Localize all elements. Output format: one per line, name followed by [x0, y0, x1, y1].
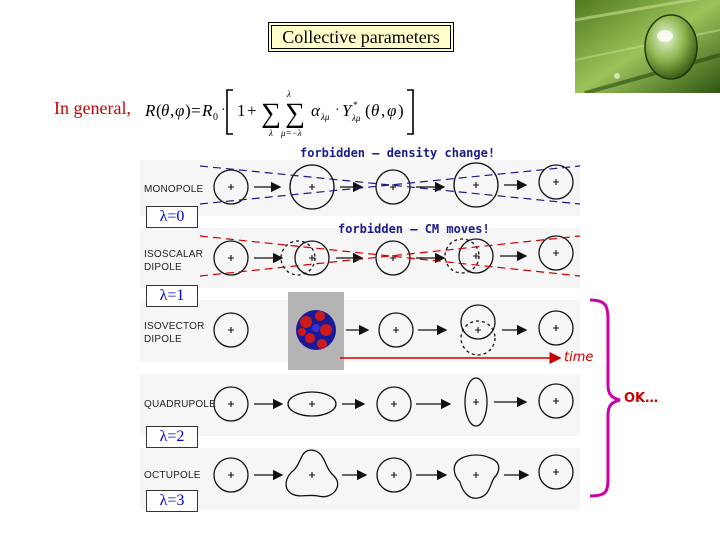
svg-text:λμ: λμ	[320, 112, 330, 122]
monopole-stage-2	[289, 164, 335, 210]
svg-text:0: 0	[213, 112, 218, 123]
octupole-row	[213, 449, 574, 499]
note-cm-moves: forbidden – CM moves!	[338, 222, 490, 236]
lambda-box-1: λ=1	[146, 285, 198, 307]
octupole-stage-3	[376, 457, 412, 493]
shape-formula: R ( θ , φ ) = R 0 · 1 + ∑ λ λ ∑ μ=−λ α λ…	[145, 89, 414, 138]
svg-text:λμ: λμ	[351, 113, 361, 123]
forbidden-line	[199, 165, 581, 205]
isovector-stage-5	[538, 310, 574, 346]
isovector-dipole-row	[213, 304, 574, 356]
isovector-stage-4b	[460, 320, 496, 356]
svg-text:λ: λ	[286, 89, 291, 99]
row-label-text: OCTUPOLE	[144, 470, 201, 481]
water-droplet-photo	[575, 0, 720, 93]
time-label: time	[564, 350, 594, 365]
lambda-box-0: λ=0	[146, 206, 198, 228]
svg-text:·: ·	[335, 103, 340, 118]
ok-label: OK…	[624, 391, 659, 406]
quadrupole-stage-3	[376, 386, 412, 422]
svg-text:·: ·	[221, 103, 226, 118]
svg-text:∑: ∑	[285, 98, 305, 129]
octupole-stage-5	[538, 454, 574, 490]
isoscalar-stage-2	[294, 240, 330, 276]
row-label-text: DIPOLE	[144, 334, 182, 345]
isovector-stage-1	[213, 312, 249, 348]
nucleus-image	[288, 292, 344, 370]
svg-text:1: 1	[237, 101, 246, 120]
svg-text:α: α	[311, 101, 321, 120]
row-label-text: DIPOLE	[144, 262, 182, 273]
quadrupole-stage-2	[287, 391, 337, 417]
isovector-stage-3	[378, 312, 414, 348]
monopole-row	[213, 162, 574, 210]
svg-text:φ: φ	[387, 101, 396, 120]
note-density-change: forbidden – density change!	[300, 146, 496, 160]
octupole-stage-1	[213, 457, 249, 493]
row-label-text: QUADRUPOLE	[144, 399, 217, 410]
row-label-octupole: OCTUPOLE	[144, 469, 201, 482]
quadrupole-stage-4	[464, 377, 488, 427]
row-label-isoscalar-dipole: ISOSCALAR DIPOLE	[144, 248, 203, 274]
svg-text:λ: λ	[268, 128, 273, 138]
svg-text:+: +	[247, 101, 257, 120]
monopole-stage-5	[538, 164, 574, 200]
svg-text:Y: Y	[342, 101, 353, 120]
svg-text:∑: ∑	[261, 98, 281, 129]
intro-text: In general,	[54, 98, 131, 118]
svg-text:): )	[185, 101, 191, 120]
monopole-stage-1	[213, 169, 249, 205]
forbidden-line	[199, 235, 581, 277]
lambda-box-3: λ=3	[146, 490, 198, 512]
isovector-stage-4a	[460, 304, 496, 340]
row-label-quadrupole: QUADRUPOLE	[144, 398, 216, 411]
row-label-isovector-dipole: ISOVECTOR DIPOLE	[144, 320, 205, 346]
svg-text:*: *	[353, 100, 358, 110]
lambda-box-2: λ=2	[146, 426, 198, 448]
quadrupole-row	[213, 377, 574, 427]
svg-text:φ: φ	[175, 101, 184, 120]
row-label-text: MONOPOLE	[144, 184, 204, 195]
isoscalar-stage-1	[213, 240, 249, 276]
isoscalar-stage-4	[458, 238, 494, 274]
svg-text:R: R	[201, 101, 213, 120]
forbidden-line	[199, 235, 581, 277]
svg-text:(: (	[156, 101, 162, 120]
isoscalar-stage-5	[538, 235, 574, 271]
svg-text:(: (	[365, 101, 371, 120]
svg-text:θ: θ	[161, 101, 169, 120]
row-bg-isovector	[140, 300, 580, 362]
forbidden-line	[199, 165, 581, 205]
svg-text:=: =	[191, 101, 201, 120]
center-markers	[228, 179, 559, 478]
octupole-stage-4	[453, 454, 500, 499]
row-bg-octupole	[140, 448, 580, 510]
quadrupole-stage-5	[538, 383, 574, 419]
svg-text:): )	[398, 101, 404, 120]
row-label-text: ISOVECTOR	[144, 321, 205, 332]
svg-text:,: ,	[381, 101, 385, 120]
octupole-stage-2	[285, 449, 339, 498]
quadrupole-stage-1	[213, 386, 249, 422]
svg-text:,: ,	[170, 101, 174, 120]
title-box: Collective parameters	[268, 22, 454, 52]
row-label-monopole: MONOPOLE	[144, 183, 203, 196]
monopole-stage-4	[453, 162, 499, 208]
title-text: Collective parameters	[282, 26, 440, 47]
ok-bracket	[589, 298, 621, 498]
svg-text:R: R	[145, 101, 156, 120]
svg-text:μ=−λ: μ=−λ	[280, 128, 302, 138]
row-label-text: ISOSCALAR	[144, 249, 204, 260]
svg-text:θ: θ	[371, 101, 379, 120]
